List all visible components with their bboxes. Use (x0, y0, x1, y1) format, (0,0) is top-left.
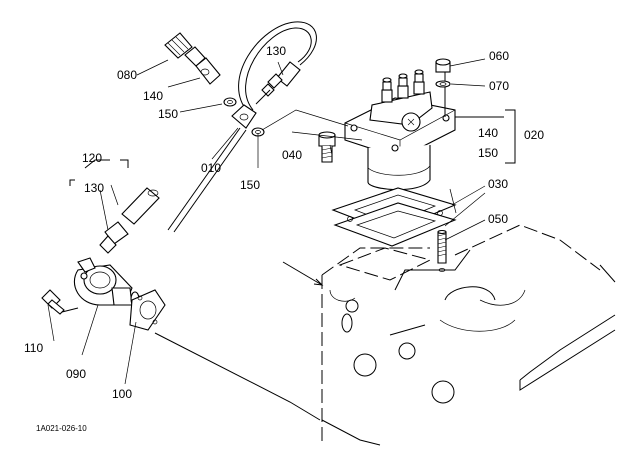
drain-plug (41, 289, 79, 315)
callout-140-upper: 140 (143, 89, 163, 103)
delivery-valve-cap (435, 58, 451, 88)
callout-010: 010 (201, 161, 221, 175)
pump-group-bracket (444, 65, 516, 164)
fuel-feed-pump (73, 257, 140, 307)
feed-pump-gasket (129, 289, 166, 331)
callout-070: 070 (489, 79, 509, 93)
block-bore-holes (341, 299, 455, 404)
callout-060: 060 (489, 49, 509, 63)
callout-030: 030 (488, 177, 508, 191)
injection-pump-assembly (344, 69, 456, 191)
hose-clamp-lower (99, 221, 129, 254)
callout-050: 050 (488, 212, 508, 226)
callout-040: 040 (282, 148, 302, 162)
callout-090: 090 (66, 367, 86, 381)
engine-block-outline (321, 224, 616, 446)
callout-120: 120 (82, 151, 102, 165)
callout-100: 100 (112, 387, 132, 401)
figure-code: 1A021-026-10 (36, 424, 87, 433)
eye-joint (231, 89, 271, 129)
pump-mounting-opening (154, 247, 432, 421)
fuel-hose-upper (261, 61, 301, 97)
callout-130-lower: 130 (84, 181, 104, 195)
callout-130-upper: 130 (266, 44, 286, 58)
callout-110: 110 (24, 341, 43, 355)
pump-gaskets (331, 187, 457, 247)
callout-020: 020 (524, 128, 544, 142)
callout-leaders (47, 58, 486, 385)
gasket-washers (223, 97, 265, 137)
callout-080: 080 (117, 68, 137, 82)
fuel-pipe (167, 21, 317, 233)
callout-140-pump: 140 (478, 126, 498, 140)
pump-mounting-bolt (318, 131, 336, 163)
callout-150-upper: 150 (158, 107, 178, 121)
air-vent-screw (164, 32, 221, 85)
fuel-hose-lower (69, 159, 160, 225)
pump-stud-bolt (437, 229, 447, 272)
callout-150-pump: 150 (478, 146, 498, 160)
callout-150-lower: 150 (240, 178, 260, 192)
